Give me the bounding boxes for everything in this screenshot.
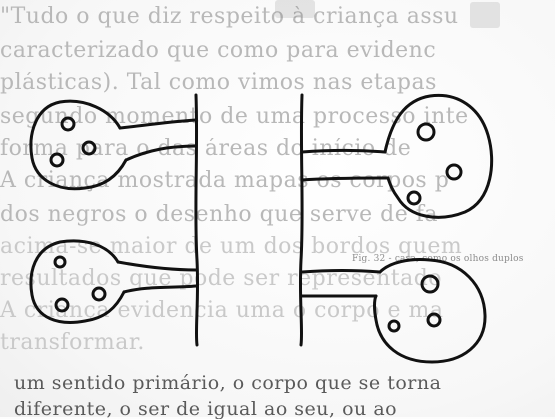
- lower-left-head-outline: [31, 241, 124, 323]
- eye-dot: [83, 142, 95, 154]
- right-vertical-line: [300, 95, 302, 345]
- eye-dot: [447, 165, 461, 179]
- upper-right-neck-line: [302, 151, 385, 153]
- upper-right-neck-line: [302, 178, 388, 180]
- eye-dot: [389, 321, 399, 331]
- eye-dot: [62, 118, 74, 130]
- eye-dot: [56, 299, 68, 311]
- eye-dot: [422, 276, 438, 292]
- lower-left-neck-line: [118, 262, 196, 270]
- eye-dot: [418, 124, 434, 140]
- upper-left-head-outline: [31, 101, 126, 189]
- eye-dot: [428, 314, 440, 326]
- upper-left-neck-line: [126, 146, 196, 160]
- left-vertical-line: [196, 95, 198, 345]
- eye-dot: [93, 288, 105, 300]
- eye-dot: [51, 154, 63, 166]
- lower-right-neck-line: [302, 271, 380, 273]
- eye-dot: [55, 257, 65, 267]
- lower-left-neck-line: [124, 286, 196, 292]
- upper-left-neck-line: [120, 120, 196, 128]
- upper-right-head-outline: [385, 95, 492, 217]
- eye-dot: [408, 192, 420, 204]
